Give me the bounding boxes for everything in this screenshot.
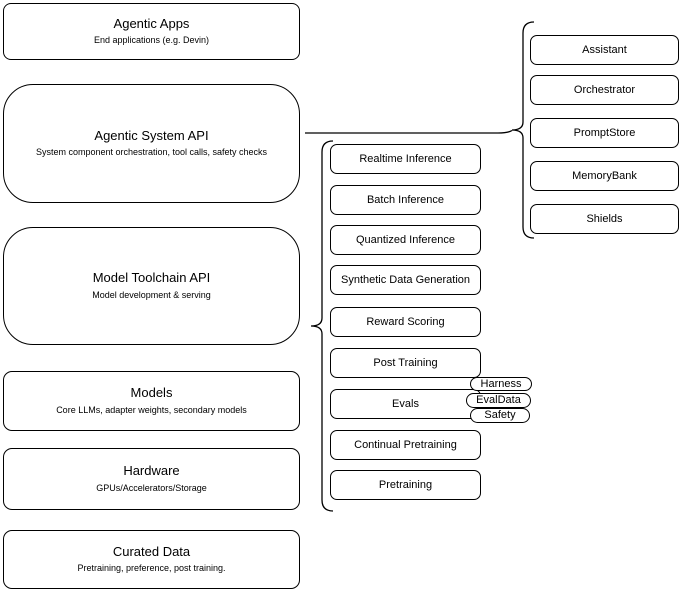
component-node-shields: Shields — [530, 204, 679, 234]
eval-tag-safety: Safety — [470, 408, 530, 423]
node-hardware: Hardware GPUs/Accelerators/Storage — [3, 448, 300, 510]
toolchain-node-quantized-inference: Quantized Inference — [330, 225, 481, 255]
toolchain-node-synthetic-data-generation: Synthetic Data Generation — [330, 265, 481, 295]
node-label: MemoryBank — [572, 170, 637, 182]
node-title: Agentic System API — [94, 127, 209, 143]
node-label: Pretraining — [378, 479, 433, 491]
node-label: Orchestrator — [573, 84, 636, 96]
node-title: Model Toolchain API — [92, 270, 211, 286]
node-label: Post Training — [373, 357, 438, 369]
node-label: Synthetic Data Generation — [340, 274, 471, 286]
node-label: Continual Pretraining — [354, 439, 457, 451]
api-connector-line — [305, 129, 513, 134]
component-node-promptstore: PromptStore — [530, 118, 679, 148]
tag-label: Harness — [480, 377, 522, 390]
node-title: Curated Data — [112, 543, 191, 559]
toolchain-node-reward-scoring: Reward Scoring — [330, 307, 481, 337]
toolchain-node-realtime-inference: Realtime Inference — [330, 144, 481, 174]
node-subtitle: End applications (e.g. Devin) — [93, 35, 210, 46]
node-title: Models — [130, 385, 173, 401]
node-subtitle: GPUs/Accelerators/Storage — [96, 482, 207, 493]
node-label: Realtime Inference — [359, 153, 452, 165]
node-subtitle: Pretraining, preference, post training. — [77, 563, 226, 574]
toolchain-node-batch-inference: Batch Inference — [330, 185, 481, 215]
tag-label: EvalData — [476, 394, 521, 406]
node-label: Evals — [392, 398, 419, 410]
component-node-assistant: Assistant — [530, 35, 679, 65]
node-label: Assistant — [582, 44, 627, 56]
node-agentic-system-api: Agentic System API System component orch… — [3, 84, 300, 203]
node-curated-data: Curated Data Pretraining, preference, po… — [3, 530, 300, 589]
component-node-memorybank: MemoryBank — [530, 161, 679, 191]
node-label: PromptStore — [573, 127, 636, 139]
node-subtitle: System component orchestration, tool cal… — [35, 147, 268, 158]
node-subtitle: Model development & serving — [92, 289, 211, 300]
node-label: Quantized Inference — [355, 234, 456, 246]
node-models: Models Core LLMs, adapter weights, secon… — [3, 371, 300, 431]
toolchain-node-continual-pretraining: Continual Pretraining — [330, 430, 481, 460]
node-model-toolchain-api: Model Toolchain API Model development & … — [3, 227, 300, 345]
toolchain-node-post-training: Post Training — [330, 348, 481, 378]
node-title: Hardware — [123, 463, 180, 479]
node-subtitle: Core LLMs, adapter weights, secondary mo… — [56, 404, 247, 415]
node-label: Shields — [586, 213, 623, 225]
node-title: Agentic Apps — [113, 15, 190, 31]
toolchain-node-evals: Evals — [330, 389, 481, 419]
component-node-orchestrator: Orchestrator — [530, 75, 679, 105]
node-agentic-apps: Agentic Apps End applications (e.g. Devi… — [3, 3, 300, 60]
node-label: Batch Inference — [366, 194, 445, 206]
eval-tag-harness: Harness — [470, 377, 532, 391]
eval-tag-evaldata: EvalData — [466, 393, 531, 408]
tag-label: Safety — [484, 409, 516, 421]
toolchain-node-pretraining: Pretraining — [330, 470, 481, 500]
node-label: Reward Scoring — [366, 316, 445, 328]
